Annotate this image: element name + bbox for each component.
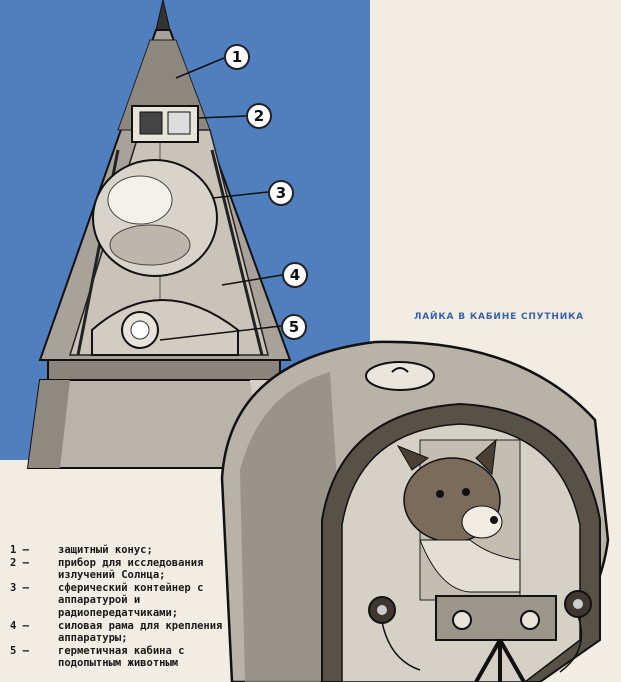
legend-item-4: 4 — силовая рама для крепления аппаратур… bbox=[10, 620, 235, 645]
legend-item-1: 1 — защитный конус; bbox=[10, 544, 235, 557]
spherical-container bbox=[92, 159, 218, 277]
legend-number: 5 — bbox=[10, 644, 29, 657]
legend-number: 3 — bbox=[10, 581, 29, 594]
callout-leader-lines bbox=[159, 57, 283, 341]
callout-2: 2 bbox=[246, 103, 272, 129]
legend-text: защитный конус; bbox=[58, 544, 153, 556]
legend-text: герметичная кабина с подопытным животным bbox=[58, 644, 185, 670]
legend: 1 — защитный конус; 2 — прибор для иссле… bbox=[10, 544, 235, 670]
callout-1: 1 bbox=[224, 44, 250, 70]
callout-3: 3 bbox=[268, 180, 294, 206]
cabin-with-dog bbox=[220, 340, 610, 682]
legend-item-5: 5 — герметичная кабина с подопытным живо… bbox=[10, 645, 235, 670]
pressurized-cabin-in-cone bbox=[91, 299, 239, 356]
legend-number: 4 — bbox=[10, 619, 29, 632]
legend-text: силовая рама для крепления аппаратуры; bbox=[58, 619, 223, 645]
legend-item-2: 2 — прибор для исследования излучений Со… bbox=[10, 557, 235, 582]
legend-number: 2 — bbox=[10, 556, 29, 569]
cabin-caption: ЛАЙКА В КАБИНЕ СПУТНИКА bbox=[414, 312, 584, 322]
legend-number: 1 — bbox=[10, 544, 29, 556]
legend-text: сферический контейнер с аппаратурой и ра… bbox=[58, 581, 204, 619]
callout-4: 4 bbox=[282, 262, 308, 288]
legend-text: прибор для исследования излучений Солнца… bbox=[58, 556, 204, 582]
callout-5: 5 bbox=[281, 314, 307, 340]
sun-radiation-instrument bbox=[131, 105, 199, 143]
legend-item-3: 3 — сферический контейнер с аппаратурой … bbox=[10, 582, 235, 620]
